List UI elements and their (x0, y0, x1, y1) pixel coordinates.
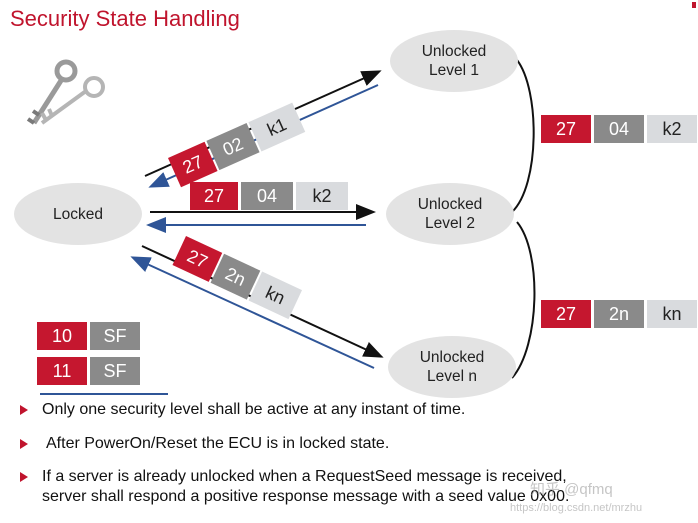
node-unlocked-level1: Unlocked Level 1 (390, 30, 518, 92)
node-locked: Locked (14, 183, 142, 245)
msg2-sid: 27 (190, 182, 238, 210)
legend-label-10: SF (90, 322, 140, 350)
node-level2-line2: Level 2 (425, 215, 475, 232)
bullet-text: Only one security level shall be active … (42, 401, 466, 418)
bullet-text: After PowerOn/Reset the ECU is in locked… (46, 435, 390, 452)
msg2n-sub: 2n (594, 300, 644, 328)
node-unlocked-leveln: Unlocked Level n (388, 336, 516, 398)
msg2n-key: kn (647, 300, 697, 328)
node-leveln-line1: Unlocked (419, 349, 485, 366)
node-unlocked-level2: Unlocked Level 2 (386, 183, 514, 245)
bullet-marker-icon (20, 472, 28, 482)
arrow-response-leveln (130, 256, 375, 369)
msg12-sid: 27 (541, 115, 591, 143)
bullet-text: If a server is already unlocked when a R… (42, 468, 567, 485)
msg2n-sid: 27 (541, 300, 591, 328)
legend-label-11: SF (90, 357, 140, 385)
msg12-sub: 04 (594, 115, 644, 143)
page-title: Security State Handling (10, 6, 240, 31)
bullet-text-continued: server shall respond a positive response… (42, 488, 570, 505)
msg12-key: k2 (647, 115, 697, 143)
node-level2-line1: Unlocked (417, 196, 483, 213)
node-level1-line2: Level 1 (429, 62, 479, 79)
msg2-key: k2 (296, 182, 348, 210)
node-locked-label: Locked (53, 205, 103, 223)
curve-level1-level2 (511, 59, 535, 213)
bullet-marker-icon (20, 439, 28, 449)
keys-icon (26, 59, 105, 125)
corner-mark (692, 2, 696, 8)
watermark-url: https://blog.csdn.net/mrzhu (510, 502, 643, 514)
bullet-marker-icon (20, 405, 28, 415)
node-level1-line1: Unlocked (421, 43, 487, 60)
node-leveln-line2: Level n (427, 368, 477, 385)
curve-level2-leveln (511, 221, 536, 379)
msg2-sub: 04 (241, 182, 293, 210)
legend-code-11: 11 (37, 357, 87, 385)
watermark: 知乎 @qfmq (530, 481, 613, 498)
legend-code-10: 10 (37, 322, 87, 350)
